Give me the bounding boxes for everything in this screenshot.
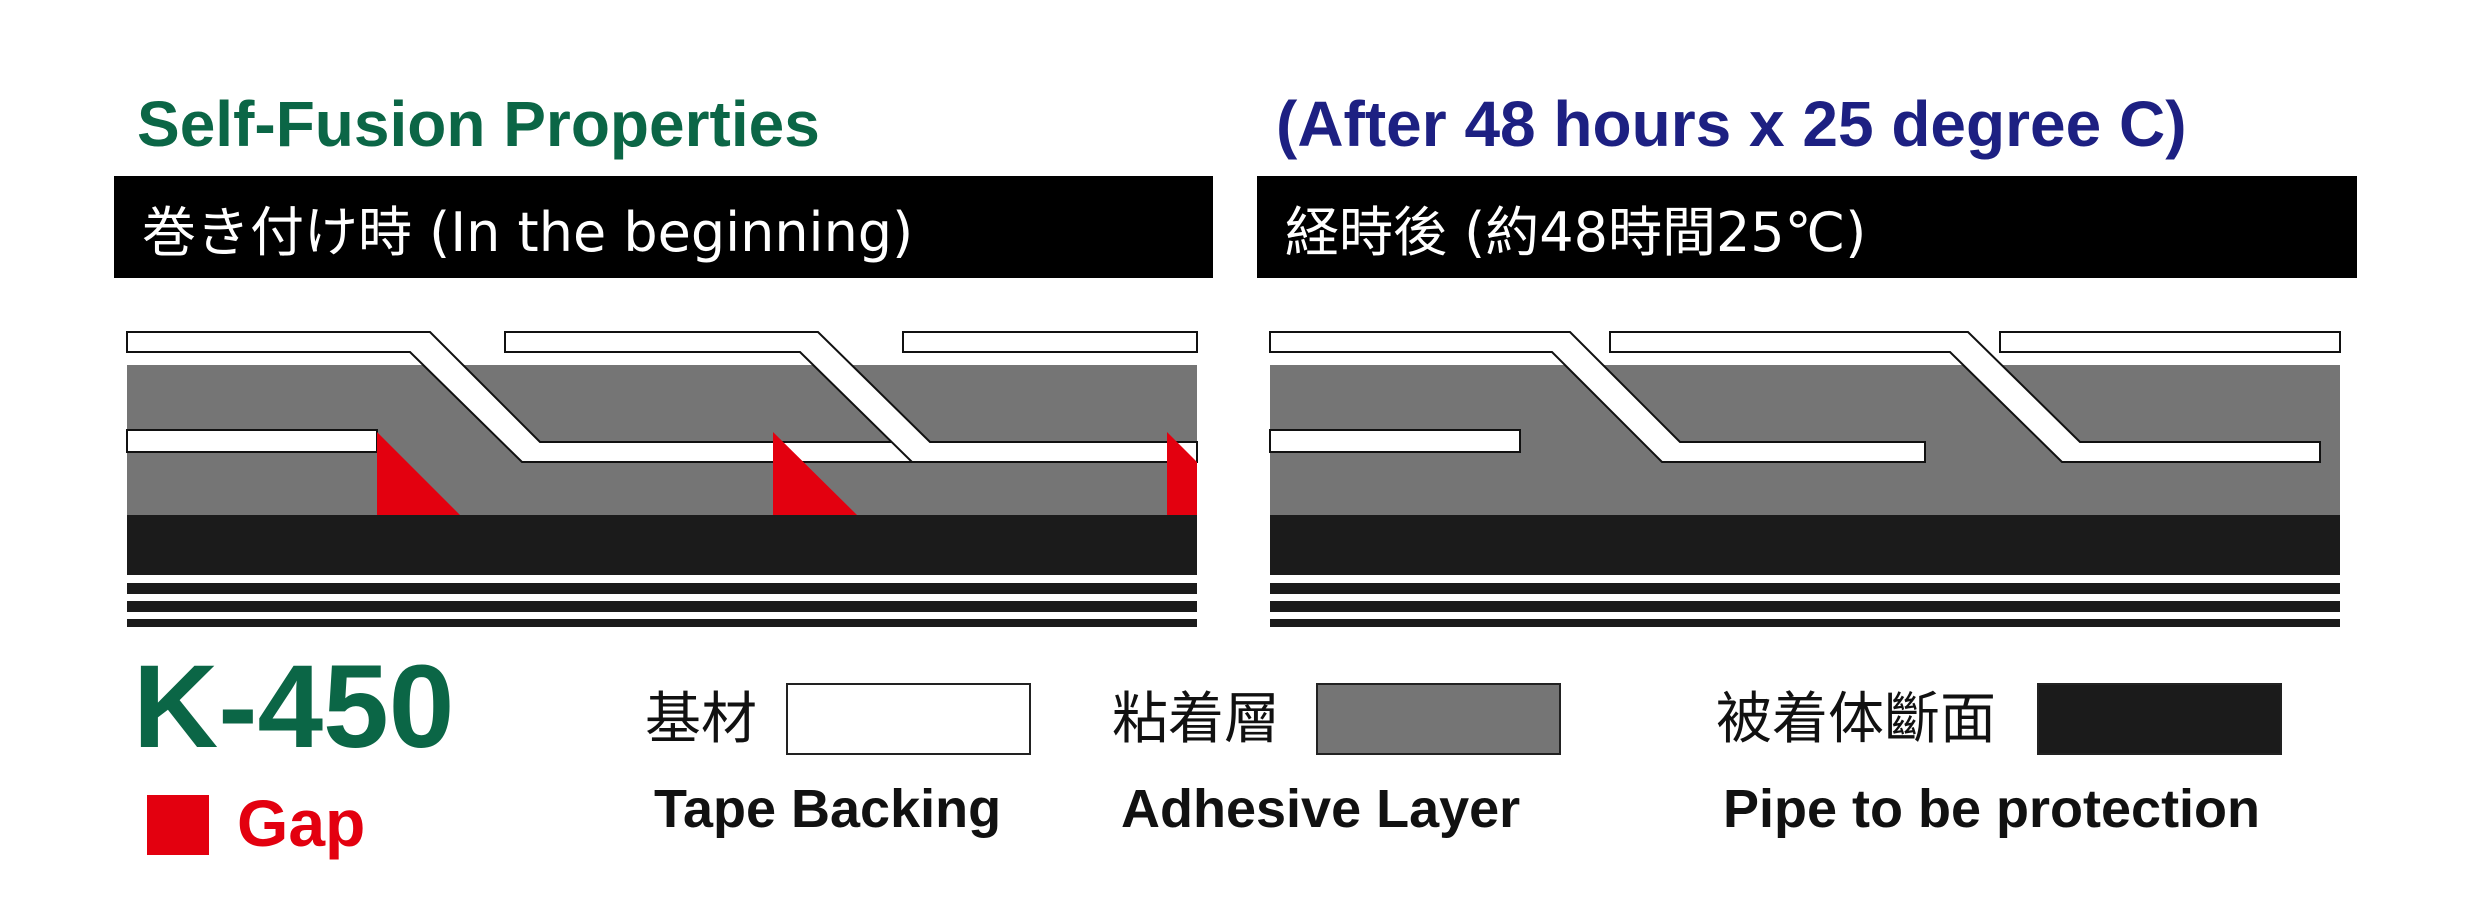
legend-pipe-swatch xyxy=(2037,683,2282,755)
legend-pipe-jp: 被着体斷面 xyxy=(1716,687,1996,752)
right-pipe-line-2 xyxy=(1270,601,2340,612)
legend-adhesive-jp: 粘着層 xyxy=(1112,687,1280,752)
legend-tape-backing-swatch xyxy=(786,683,1031,755)
legend-pipe-label: Pipe to be protection xyxy=(1723,779,2261,839)
left-tape-base-strip xyxy=(126,429,378,453)
panel-header-after: 経時後 (約48時間25℃) xyxy=(1257,176,2357,278)
right-pipe-line-3 xyxy=(1270,619,2340,627)
left-pipe-line-3 xyxy=(127,619,1197,627)
right-cross-section xyxy=(1269,331,2341,627)
right-tape-strip-2 xyxy=(1609,331,2321,463)
left-pipe-line-1 xyxy=(127,583,1197,594)
gap-triangle-2 xyxy=(773,432,857,515)
legend-tape-backing-jp: 基材 xyxy=(645,687,757,752)
legend-adhesive-label: Adhesive Layer xyxy=(1121,779,1521,839)
legend-tape-backing-label: Tape Backing xyxy=(654,779,1002,839)
left-pipe-line-2 xyxy=(127,601,1197,612)
title-after-48-hours: (After 48 hours x 25 degree C) xyxy=(1276,88,2187,160)
legend-adhesive-swatch xyxy=(1316,683,1561,755)
gap-triangle-3 xyxy=(1167,432,1197,515)
left-pipe-block xyxy=(127,515,1197,575)
gap-legend-swatch xyxy=(147,795,209,855)
gap-legend-label: Gap xyxy=(237,786,366,860)
gap-triangle-1 xyxy=(377,432,460,515)
panel-header-beginning: 巻き付け時 (In the beginning) xyxy=(114,176,1213,278)
left-cross-section xyxy=(126,331,1198,627)
right-tape-strip-3 xyxy=(1999,331,2341,353)
right-tape-base-strip xyxy=(1269,429,1521,453)
model-number: K-450 xyxy=(133,641,455,773)
title-self-fusion: Self-Fusion Properties xyxy=(137,88,820,160)
left-tape-strip-3 xyxy=(902,331,1198,353)
right-pipe-line-1 xyxy=(1270,583,2340,594)
right-pipe-block xyxy=(1270,515,2340,575)
right-tape-strip-1 xyxy=(1269,331,1926,463)
